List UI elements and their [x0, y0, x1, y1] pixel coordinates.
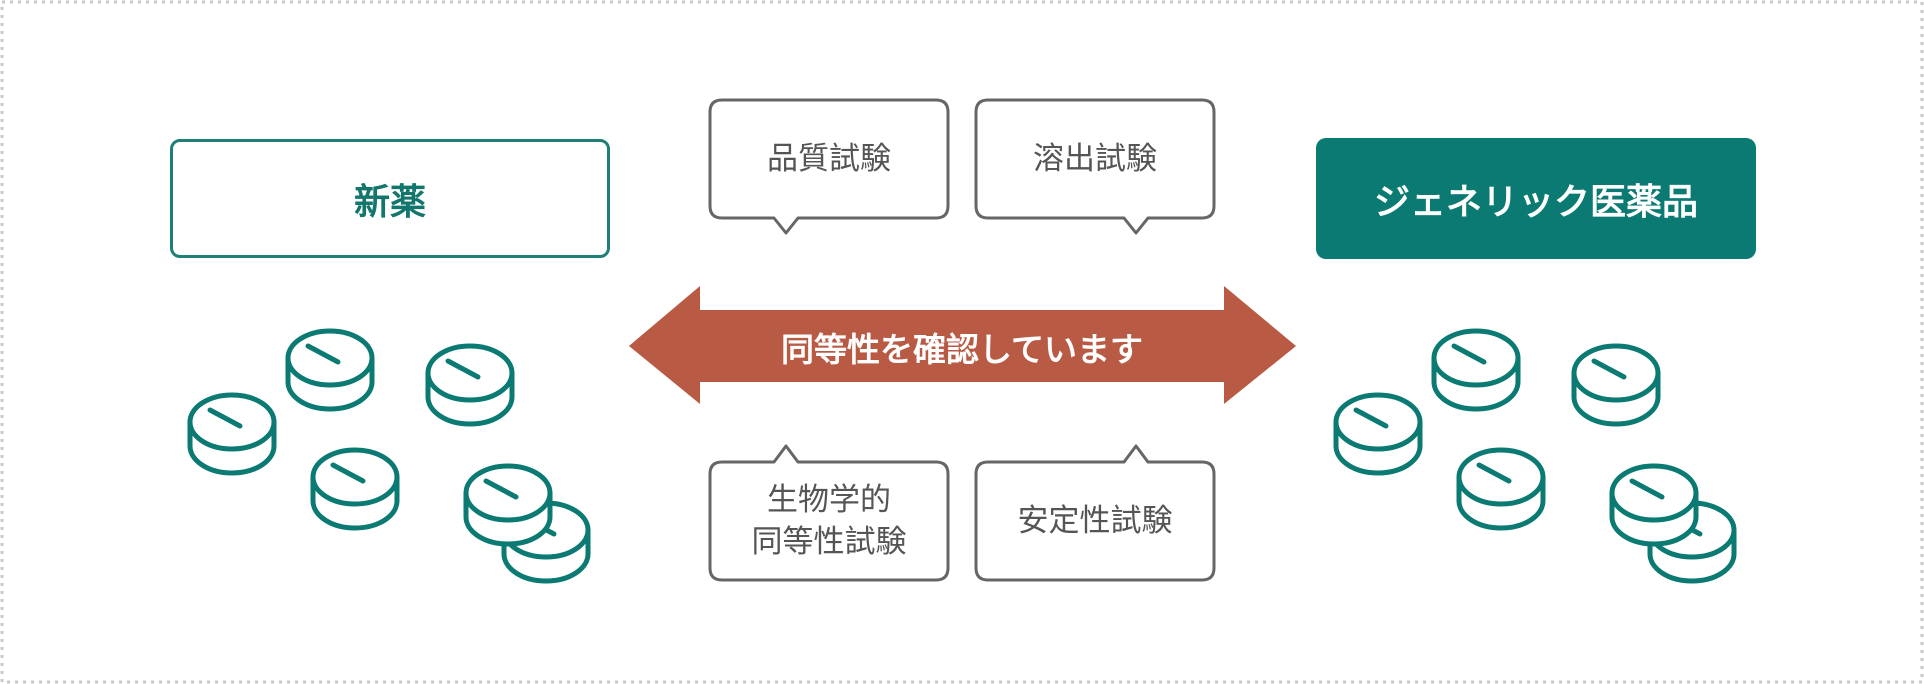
pill-icon: [1456, 447, 1546, 531]
pill-icon: [1571, 343, 1661, 427]
new-drug-label: 新薬: [353, 181, 426, 223]
bubble-quality: [708, 98, 950, 235]
pill-icon: [1609, 463, 1699, 547]
pill-icon: [285, 328, 375, 412]
test-stability-label: 安定性試験: [1017, 503, 1173, 539]
equivalence-label: 同等性を確認しています: [780, 330, 1143, 369]
bubble-bioequivalence: [708, 444, 950, 582]
pill-tablets-right-icon: [1333, 328, 1737, 584]
pill-icon: [187, 392, 277, 476]
double-arrow: [629, 286, 1296, 404]
pill-tablets-left-icon: [187, 328, 591, 584]
pill-icon: [1333, 392, 1423, 476]
generic-drug-box: ジェネリック医薬品: [1316, 138, 1756, 259]
pill-icon: [1431, 328, 1521, 412]
new-drug-box: 新薬: [170, 139, 610, 258]
pill-icon: [310, 447, 400, 531]
generic-drug-label: ジェネリック医薬品: [1373, 181, 1698, 223]
test-bioequivalence-label: 生物学的 同等性試験: [751, 482, 907, 560]
test-quality-label: 品質試験: [767, 141, 891, 177]
test-dissolution-label: 溶出試験: [1033, 141, 1157, 177]
bubble-dissolution: [974, 98, 1216, 235]
bubble-stability: [974, 444, 1216, 582]
pill-icon: [425, 343, 515, 427]
pill-icon: [463, 463, 553, 547]
